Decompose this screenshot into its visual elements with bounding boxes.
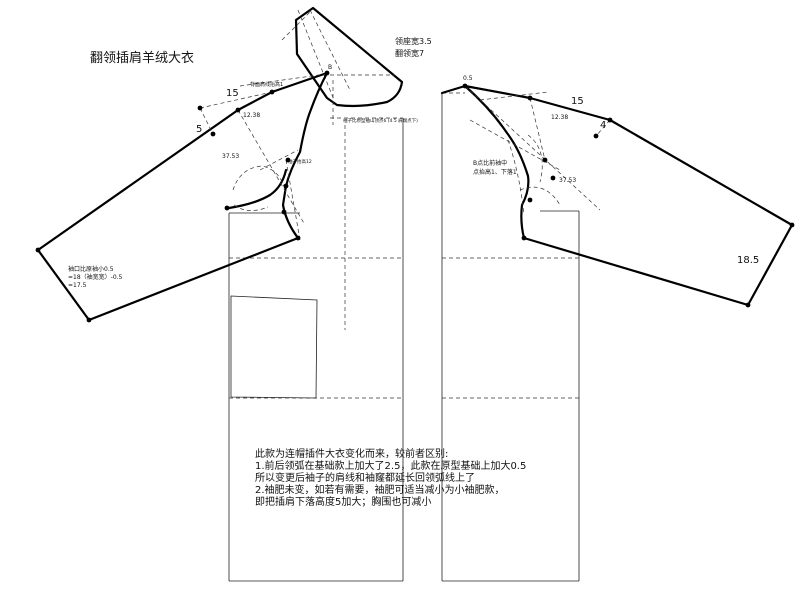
back-points [35,70,330,323]
pocket-outline [230,295,318,399]
label-front-18-5: 18.5 [737,255,759,266]
label-back-5: 5 [196,124,202,135]
label-front-4: 4 [600,120,606,131]
label-sleeve-hem-3: =17.5 [68,282,87,289]
front-body-outline [441,92,580,582]
description-line-1: 此款为连帽插件大衣变化而来，较前者区别: [255,447,448,460]
front-neck-curve [440,84,467,95]
label-front-b-note-2: 点抬高1、下落1 [473,168,517,176]
back-armhole [227,168,288,210]
label-front-12-38: 12.38 [551,114,568,121]
label-sleeve-hem-1: 袖口比原袖小0.5 [68,265,114,273]
description-block: 此款为连帽插件大衣变化而来，较前者区别: 1.前后领弧在基础款上加大了2.5，此… [255,447,526,508]
label-back-raise: 背面肩线抬高1 [250,81,283,88]
label-front-b-note-1: B点比前袖中 [473,159,507,167]
label-collar-width: 领座宽3.5 [395,36,432,46]
label-front-15: 15 [571,96,584,107]
back-sleeve-outline [36,71,329,322]
label-front-37-53: 37.53 [559,177,576,184]
back-collar [294,6,404,108]
description-line-3: 所以变更后袖子的肩线和袖窿都延长回领弧线上了 [255,471,475,484]
label-back-point: B [328,64,332,71]
label-sleeve-hem-2: =18（袖宽宽）-0.5 [68,273,123,281]
front-sleeve-outline [463,84,794,307]
back-collar-guides [281,9,395,125]
label-back-37-53: 37.53 [222,153,239,160]
description-line-4: 2.袖肥未变，如若有需要，袖肥可适当减小为小袖肥款， [255,483,505,496]
back-body-outline [228,117,404,582]
pattern-title: 翻领插肩羊绒大衣 [90,50,194,66]
label-back-side-note: 袖子比原型袖山顶点6 (4.5 肩端点下) [343,117,418,124]
label-back-scye-note: 袖子抬高12 [288,158,312,165]
label-back-15: 15 [226,88,239,99]
label-front-0-5: 0.5 [463,75,473,82]
back-sleeve-guides [199,73,327,241]
label-collar-fall: 翻领宽7 [395,48,424,58]
front-points [462,83,795,308]
description-line-2: 1.前后领弧在基础款上加大了2.5，此款在原型基础上加大0.5 [255,459,526,472]
front-sleeve-guides [464,85,611,216]
label-back-12-38: 12.38 [243,112,260,119]
description-line-5: 即把插肩下落高度5加大；胸围也可减小 [255,495,431,508]
